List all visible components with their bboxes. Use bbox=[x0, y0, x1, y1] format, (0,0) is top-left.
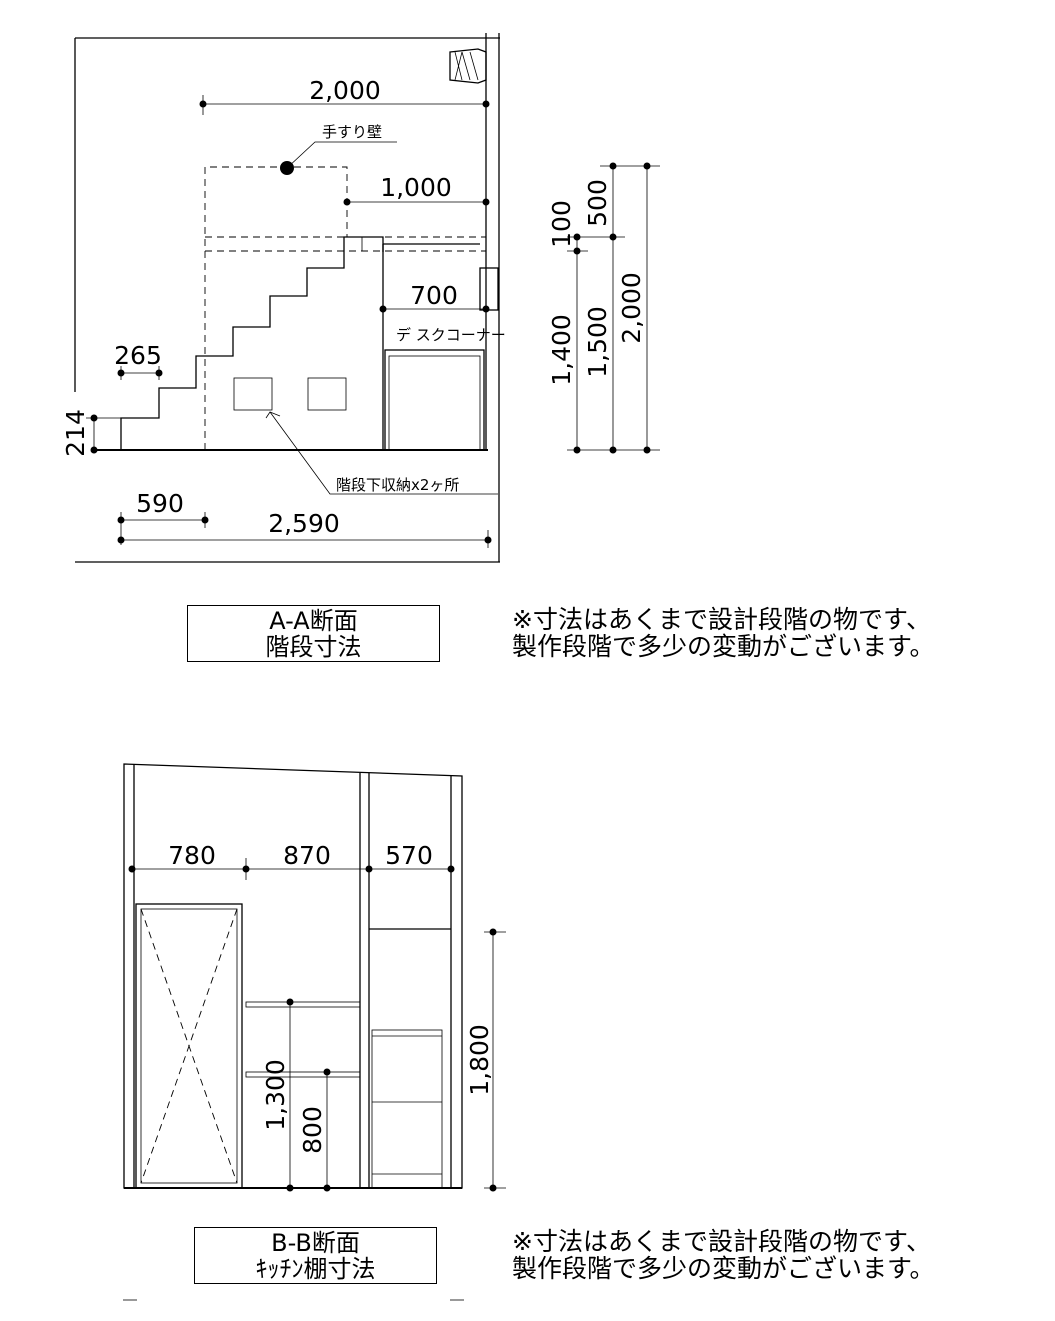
dim-870: 870 bbox=[283, 841, 331, 870]
storage-hatch-1 bbox=[233, 377, 273, 411]
dim-700: 700 bbox=[410, 281, 458, 310]
dim-100: 100 bbox=[547, 200, 576, 248]
dim-1000: 1,000 bbox=[380, 173, 452, 202]
section-a-subtitle: 階段寸法 bbox=[265, 633, 362, 661]
section-b-subtitle: ｷｯﾁﾝ棚寸法 bbox=[255, 1255, 376, 1283]
label-under-stair-storage: 階段下収納x2ヶ所 bbox=[336, 476, 459, 494]
handrail-leader bbox=[286, 141, 397, 169]
b-outer-frame bbox=[123, 763, 463, 1189]
desk-unit-inner bbox=[388, 355, 481, 451]
dim-1300: 1,300 bbox=[261, 1059, 290, 1131]
section-b-drawing: 780 870 570 1,800 1,300 800 bbox=[123, 763, 506, 1301]
fridge-inner bbox=[140, 908, 238, 1184]
section-a-note-line2: 製作段階で多少の変動がございます。 bbox=[512, 632, 935, 661]
dim-1500: 1,500 bbox=[583, 306, 612, 378]
vent-fixture-icon bbox=[449, 48, 487, 84]
dim-500: 500 bbox=[583, 179, 612, 227]
section-b-note-line1: ※寸法はあくまで設計段階の物です、 bbox=[512, 1227, 931, 1256]
dimension-dots-b bbox=[128, 865, 497, 1192]
dim-214: 214 bbox=[61, 409, 90, 457]
desk-unit bbox=[384, 349, 485, 451]
storage-arrow-icon bbox=[265, 411, 281, 419]
fridge-cross-2 bbox=[140, 908, 238, 1184]
section-a-drawing: 2,000 1,000 700 265 214 590 2,590 500 10… bbox=[61, 33, 660, 563]
dim-570: 570 bbox=[385, 841, 433, 870]
dim-2590: 2,590 bbox=[268, 509, 340, 538]
dim-2000-right: 2,000 bbox=[617, 272, 646, 344]
shelf-lower bbox=[245, 1071, 361, 1078]
wall-outlet bbox=[479, 267, 499, 311]
fridge-outline bbox=[135, 903, 243, 1189]
section-b-note: ※寸法はあくまで設計段階の物です、 製作段階で多少の変動がございます。 bbox=[512, 1228, 935, 1282]
storage-hatch-2 bbox=[307, 377, 347, 411]
section-a-note-line1: ※寸法はあくまで設計段階の物です、 bbox=[512, 605, 931, 634]
dimension-dots-a bbox=[90, 100, 651, 544]
section-b-title-box: B-B断面 ｷｯﾁﾝ棚寸法 bbox=[194, 1227, 437, 1284]
section-a-title: A-A断面 bbox=[269, 607, 358, 635]
dim-1400: 1,400 bbox=[547, 314, 576, 386]
dim-780: 780 bbox=[168, 841, 216, 870]
dim-2000-top: 2,000 bbox=[309, 76, 381, 105]
label-handrail-wall: 手すり壁 bbox=[322, 123, 382, 141]
section-a-note: ※寸法はあくまで設計段階の物です、 製作段階で多少の変動がございます。 bbox=[512, 606, 935, 660]
section-a-title-box: A-A断面 階段寸法 bbox=[187, 605, 440, 662]
section-b-note-line2: 製作段階で多少の変動がございます。 bbox=[512, 1254, 935, 1283]
cabinet-lower bbox=[371, 1029, 443, 1189]
section-b-title: B-B断面 bbox=[271, 1229, 360, 1257]
dim-1800: 1,800 bbox=[465, 1024, 494, 1096]
storage-outline bbox=[204, 166, 348, 450]
shelf-upper bbox=[245, 1001, 361, 1008]
dim-800: 800 bbox=[298, 1106, 327, 1154]
storage-leader bbox=[269, 411, 498, 495]
dim-265: 265 bbox=[114, 341, 162, 370]
stair-profile bbox=[120, 236, 384, 450]
label-desk-corner: デ スクコーナー bbox=[396, 326, 506, 344]
dim-590: 590 bbox=[136, 489, 184, 518]
